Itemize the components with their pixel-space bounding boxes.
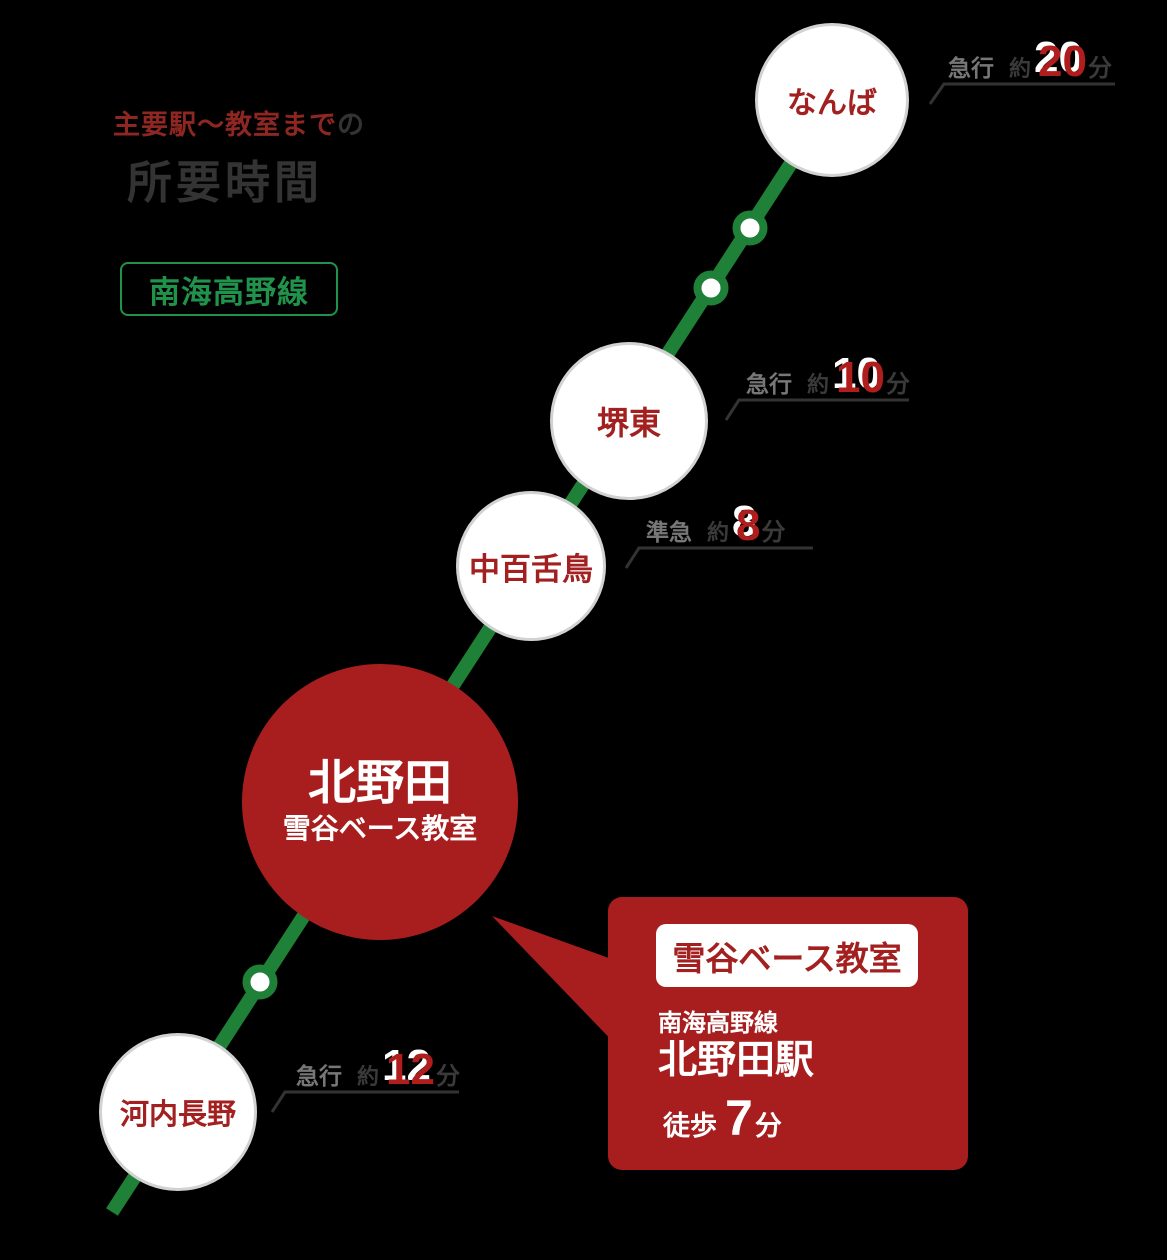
leader-line-nakamozu (624, 546, 813, 569)
intermediate-station-dot (242, 964, 278, 1000)
minutes-unit: 分 (1087, 55, 1112, 82)
destination-circle-kitanoda: 北野田 雪谷ベース教室 (242, 664, 518, 940)
approx-label: 約 (707, 520, 730, 545)
minutes-value: 10 (836, 353, 885, 402)
destination-station-name: 北野田 (307, 757, 452, 811)
title-highlight: 主要駅〜教室まで (113, 110, 337, 140)
classroom-badge: 雪谷ベース教室 (656, 924, 918, 987)
minutes-unit: 分 (885, 371, 910, 398)
title-suffix: の (337, 110, 365, 140)
station-name: 堺東 (596, 405, 661, 441)
railway-line-badge-label: 南海高野線 (149, 274, 309, 310)
approx-label: 約 (357, 1064, 380, 1089)
train-type: 急行 (296, 1063, 342, 1089)
leader-line-sakaihigashi (724, 398, 909, 421)
station-circle-nakamozu: 中百舌鳥 (456, 491, 606, 641)
minutes-unit: 分 (761, 519, 786, 546)
walk-minutes-unit: 分 (754, 1111, 782, 1141)
leader-line-namba (928, 82, 1115, 105)
walk-minutes-value: 7 (725, 1090, 753, 1146)
classroom-badge-label: 雪谷ベース教室 (672, 939, 902, 977)
station-name: 河内長野 (119, 1099, 236, 1131)
station-circle-namba: なんば (755, 23, 909, 177)
callout-station-name: 北野田駅 (658, 1039, 815, 1082)
intermediate-station-dot (693, 270, 729, 306)
minutes-value: 8 (736, 501, 761, 550)
minutes-value: 12 (386, 1045, 435, 1094)
train-type: 準急 (646, 519, 692, 545)
train-type: 急行 (746, 371, 792, 397)
minutes-value: 20 (1038, 37, 1087, 86)
station-name: なんば (787, 87, 877, 120)
station-name: 中百舌鳥 (469, 551, 593, 587)
station-circle-sakaihigashi: 堺東 (550, 342, 708, 500)
title-subline: 主要駅〜教室までの (113, 103, 365, 142)
approx-label: 約 (1009, 56, 1032, 81)
minutes-unit: 分 (435, 1063, 460, 1090)
train-type: 急行 (948, 55, 994, 81)
leader-line-kawachinagano (270, 1090, 459, 1113)
destination-classroom-name: 雪谷ベース教室 (282, 813, 478, 845)
station-circle-kawachinagano: 河内長野 (99, 1033, 257, 1191)
approx-label: 約 (807, 372, 830, 397)
intermediate-station-dot (732, 210, 768, 246)
railway-line-badge: 南海高野線 (120, 262, 338, 316)
railway-line (106, 76, 851, 1216)
walk-label: 徒歩 (663, 1111, 717, 1141)
callout-line-name: 南海高野線 (658, 1010, 778, 1037)
page-title: 所要時間 (127, 157, 324, 208)
